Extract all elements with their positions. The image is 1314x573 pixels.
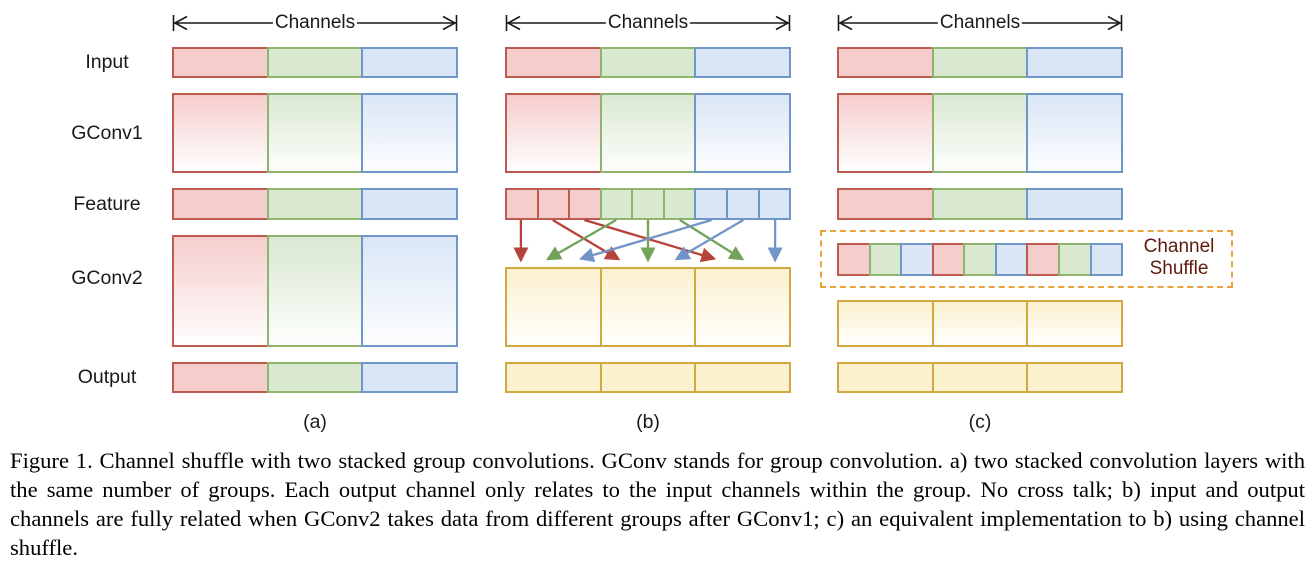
green-channel-segment <box>868 243 903 276</box>
input-bar-c <box>837 47 1124 78</box>
panel-label-b: (b) <box>636 411 660 433</box>
yellow-channel-segment <box>1026 300 1124 347</box>
green-channel-segment <box>599 93 697 173</box>
red-channel-segment <box>931 243 966 276</box>
output-bar-a <box>172 362 459 393</box>
red-channel-segment <box>505 93 602 173</box>
green-channel-segment <box>599 188 634 220</box>
shuffle-arrows <box>513 218 783 263</box>
red-channel-segment <box>837 93 934 173</box>
gconv1-block-c <box>837 93 1124 173</box>
blue-channel-segment <box>1026 188 1124 220</box>
blue-channel-segment <box>694 93 792 173</box>
channels-label: Channels <box>605 12 691 34</box>
gconv2-block-b <box>505 267 792 347</box>
row-label-output: Output <box>77 366 137 388</box>
yellow-channel-segment <box>837 362 934 393</box>
green-channel-segment <box>599 47 697 78</box>
blue-channel-segment <box>1026 93 1124 173</box>
channels-label: Channels <box>937 12 1023 34</box>
red-channel-segment <box>536 188 571 220</box>
red-channel-segment <box>837 188 934 220</box>
red-channel-segment <box>172 47 269 78</box>
red-channel-segment <box>172 188 269 220</box>
yellow-channel-segment <box>505 267 602 347</box>
blue-channel-segment <box>694 188 728 220</box>
green-channel-segment <box>931 47 1029 78</box>
channel-shuffle-bar <box>837 243 1124 276</box>
green-channel-segment <box>266 235 364 347</box>
channel-shuffle-label: Channel Shuffle <box>1126 236 1232 280</box>
panel-label-a: (a) <box>303 411 327 433</box>
shuffle-arrow-blue <box>578 218 712 263</box>
channels-label: Channels <box>272 12 358 34</box>
green-channel-segment <box>662 188 697 220</box>
green-channel-segment <box>931 93 1029 173</box>
blue-channel-segment <box>361 47 459 78</box>
blue-channel-segment <box>694 47 792 78</box>
green-channel-segment <box>266 188 364 220</box>
green-channel-segment <box>1057 243 1092 276</box>
gconv2-block-a <box>172 235 459 347</box>
red-channel-segment <box>505 47 602 78</box>
blue-channel-segment <box>361 235 459 347</box>
yellow-channel-segment <box>931 362 1029 393</box>
gconv2-block-c <box>837 300 1124 347</box>
yellow-channel-segment <box>1026 362 1124 393</box>
yellow-channel-segment <box>694 362 792 393</box>
red-channel-segment <box>505 188 539 220</box>
feature-bar-a <box>172 188 459 220</box>
red-channel-segment <box>837 243 871 276</box>
row-label-input: Input <box>85 51 129 73</box>
green-channel-segment <box>266 47 364 78</box>
yellow-channel-segment <box>599 267 697 347</box>
green-channel-segment <box>266 362 364 393</box>
gconv1-block-b <box>505 93 792 173</box>
red-channel-segment <box>1026 243 1060 276</box>
shuffle-arrow-blue <box>674 219 744 261</box>
yellow-channel-segment <box>931 300 1029 347</box>
yellow-channel-segment <box>505 362 602 393</box>
channels-arrow-c: Channels <box>837 12 1123 34</box>
green-channel-segment <box>963 243 997 276</box>
channel-shuffle-box <box>820 230 1233 288</box>
gconv1-block-a <box>172 93 459 173</box>
blue-channel-segment <box>1089 243 1124 276</box>
red-channel-segment <box>568 188 602 220</box>
shuffle-arrow-green <box>545 219 617 261</box>
blue-channel-segment <box>757 188 792 220</box>
green-channel-segment <box>266 93 364 173</box>
figure-caption: Figure 1. Channel shuffle with two stack… <box>10 448 1305 560</box>
feature-bar-c <box>837 188 1124 220</box>
row-label-gconv2: GConv2 <box>71 267 143 289</box>
output-bar-b <box>505 362 792 393</box>
row-label-gconv1: GConv1 <box>71 122 143 144</box>
input-bar-a <box>172 47 459 78</box>
feature-bar-b <box>505 188 792 220</box>
row-label-feature: Feature <box>73 193 141 215</box>
red-channel-segment <box>172 235 269 347</box>
yellow-channel-segment <box>694 267 792 347</box>
input-bar-b <box>505 47 792 78</box>
channel-shuffle-label-line1: Channel <box>1143 236 1215 257</box>
blue-channel-segment <box>361 362 459 393</box>
yellow-channel-segment <box>837 300 934 347</box>
red-channel-segment <box>172 362 269 393</box>
blue-channel-segment <box>725 188 760 220</box>
yellow-channel-segment <box>599 362 697 393</box>
panel-label-c: (c) <box>968 411 992 433</box>
blue-channel-segment <box>361 93 459 173</box>
output-bar-c <box>837 362 1124 393</box>
channels-arrow-a: Channels <box>172 12 458 34</box>
blue-channel-segment <box>994 243 1029 276</box>
green-channel-segment <box>931 188 1029 220</box>
blue-channel-segment <box>361 188 459 220</box>
red-channel-segment <box>172 93 269 173</box>
blue-channel-segment <box>900 243 934 276</box>
blue-channel-segment <box>1026 47 1124 78</box>
red-channel-segment <box>837 47 934 78</box>
channel-shuffle-label-line2: Shuffle <box>1149 258 1209 279</box>
channels-arrow-b: Channels <box>505 12 791 34</box>
green-channel-segment <box>631 188 665 220</box>
